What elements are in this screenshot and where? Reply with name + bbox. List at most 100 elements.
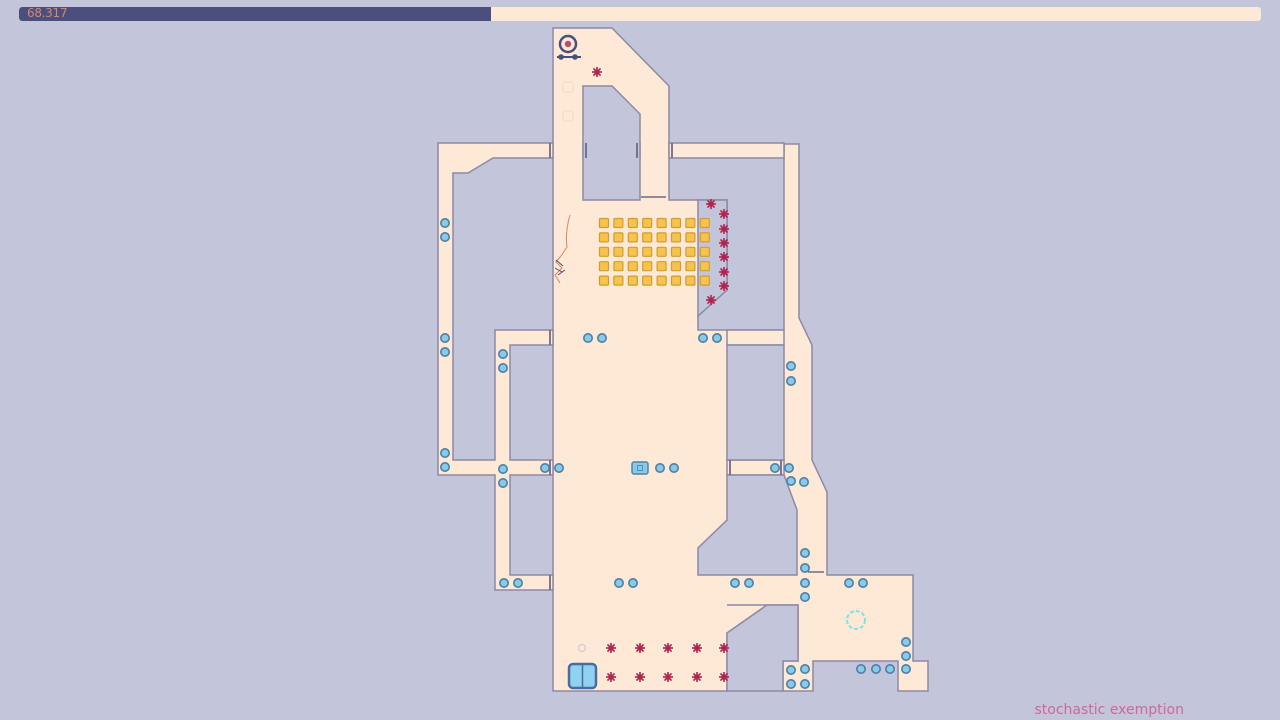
mine-icon [706, 199, 716, 209]
wall-block [726, 344, 785, 461]
inactive-tile-icon [562, 81, 574, 93]
drone-icon [743, 577, 754, 588]
drone-icon [785, 664, 796, 675]
drone-icon [769, 462, 780, 473]
drone-icon [539, 462, 550, 473]
corridor [437, 142, 554, 591]
mine-icon [719, 281, 729, 291]
mine-icon [692, 643, 702, 653]
level-walls [582, 85, 799, 692]
drone-icon [697, 332, 708, 343]
gold-icon [627, 275, 638, 286]
gold-icon [642, 217, 653, 229]
gold-icon [642, 232, 653, 243]
launch-pad-dot [572, 54, 578, 60]
gold-icon [699, 275, 710, 286]
timer-value: 68.317 [27, 7, 68, 20]
gold-icon [598, 232, 610, 243]
level-floor [437, 27, 929, 692]
gold-icon [627, 261, 638, 272]
corridor [668, 142, 785, 159]
drone-icon [785, 375, 796, 386]
gold-icon [613, 275, 624, 286]
mine-icon [719, 672, 729, 682]
mine-icon [719, 252, 729, 262]
drone-icon [843, 577, 854, 588]
gold-icon [598, 246, 610, 257]
drone-icon [900, 636, 911, 647]
drone-icon [783, 462, 794, 473]
gold-icon [613, 246, 624, 257]
gold-icon [685, 275, 696, 286]
drone-icon [439, 447, 450, 458]
drone-icon [668, 462, 679, 473]
gold-icon [613, 232, 624, 243]
gold-icon [656, 232, 667, 243]
gold-icon [598, 261, 610, 272]
drone-icon [870, 663, 881, 674]
drone-icon [497, 463, 508, 474]
gold-icon [656, 261, 667, 272]
exit-switch-icon [846, 610, 866, 630]
drone-icon [711, 332, 722, 343]
drone-icon [799, 577, 810, 588]
drone-icon [799, 678, 810, 689]
drone-icon [900, 650, 911, 661]
drone-icon [799, 591, 810, 602]
mine-icon [719, 238, 729, 248]
drone-icon [884, 663, 895, 674]
drone-icon [497, 477, 508, 488]
drone-icon [497, 362, 508, 373]
gold-icon [642, 261, 653, 272]
drone-icon [799, 562, 810, 573]
mine-icon [606, 643, 616, 653]
drone-icon [900, 663, 911, 674]
toggle-mine-icon [577, 643, 587, 653]
gold-icon [627, 217, 638, 229]
gold-icon [670, 275, 682, 286]
drone-icon [855, 663, 866, 674]
ninja-trail [554, 214, 571, 284]
gold-icon [670, 217, 682, 229]
gold-icon [670, 246, 682, 257]
mine-icon [719, 643, 729, 653]
drone-icon [439, 218, 450, 229]
gold-icon [642, 275, 653, 286]
mine-icon [719, 209, 729, 219]
mine-icon [663, 643, 673, 653]
level-timer-bar: 68.317 [19, 7, 1261, 21]
drone-icon [613, 577, 624, 588]
drone-icon [799, 663, 810, 674]
gold-icon [685, 232, 696, 243]
drone-icon [439, 232, 450, 243]
drone-icon [439, 346, 450, 357]
drone-icon [497, 348, 508, 359]
drone-icon [785, 475, 796, 486]
player-spawn-icon [558, 34, 578, 54]
mine-icon [663, 672, 673, 682]
gold-icon [642, 246, 653, 257]
launch-pad-dot [558, 54, 564, 60]
drone-icon [857, 577, 868, 588]
mine-icon [719, 224, 729, 234]
door-switch-inner [637, 465, 643, 471]
gold-icon [685, 246, 696, 257]
gold-icon [685, 217, 696, 229]
wall-block [582, 85, 641, 201]
gold-icon [670, 232, 682, 243]
gold-icon [699, 232, 710, 243]
gold-icon [670, 261, 682, 272]
drone-icon [798, 476, 809, 487]
drone-icon [785, 678, 796, 689]
gold-icon [598, 217, 610, 229]
gold-icon [613, 261, 624, 272]
inactive-tile-icon [562, 110, 574, 122]
gold-icon [613, 217, 624, 229]
drone-icon [729, 577, 740, 588]
gold-icon [685, 261, 696, 272]
drone-icon [785, 360, 796, 371]
mine-icon [692, 672, 702, 682]
gold-icon [699, 261, 710, 272]
drone-icon [553, 462, 564, 473]
